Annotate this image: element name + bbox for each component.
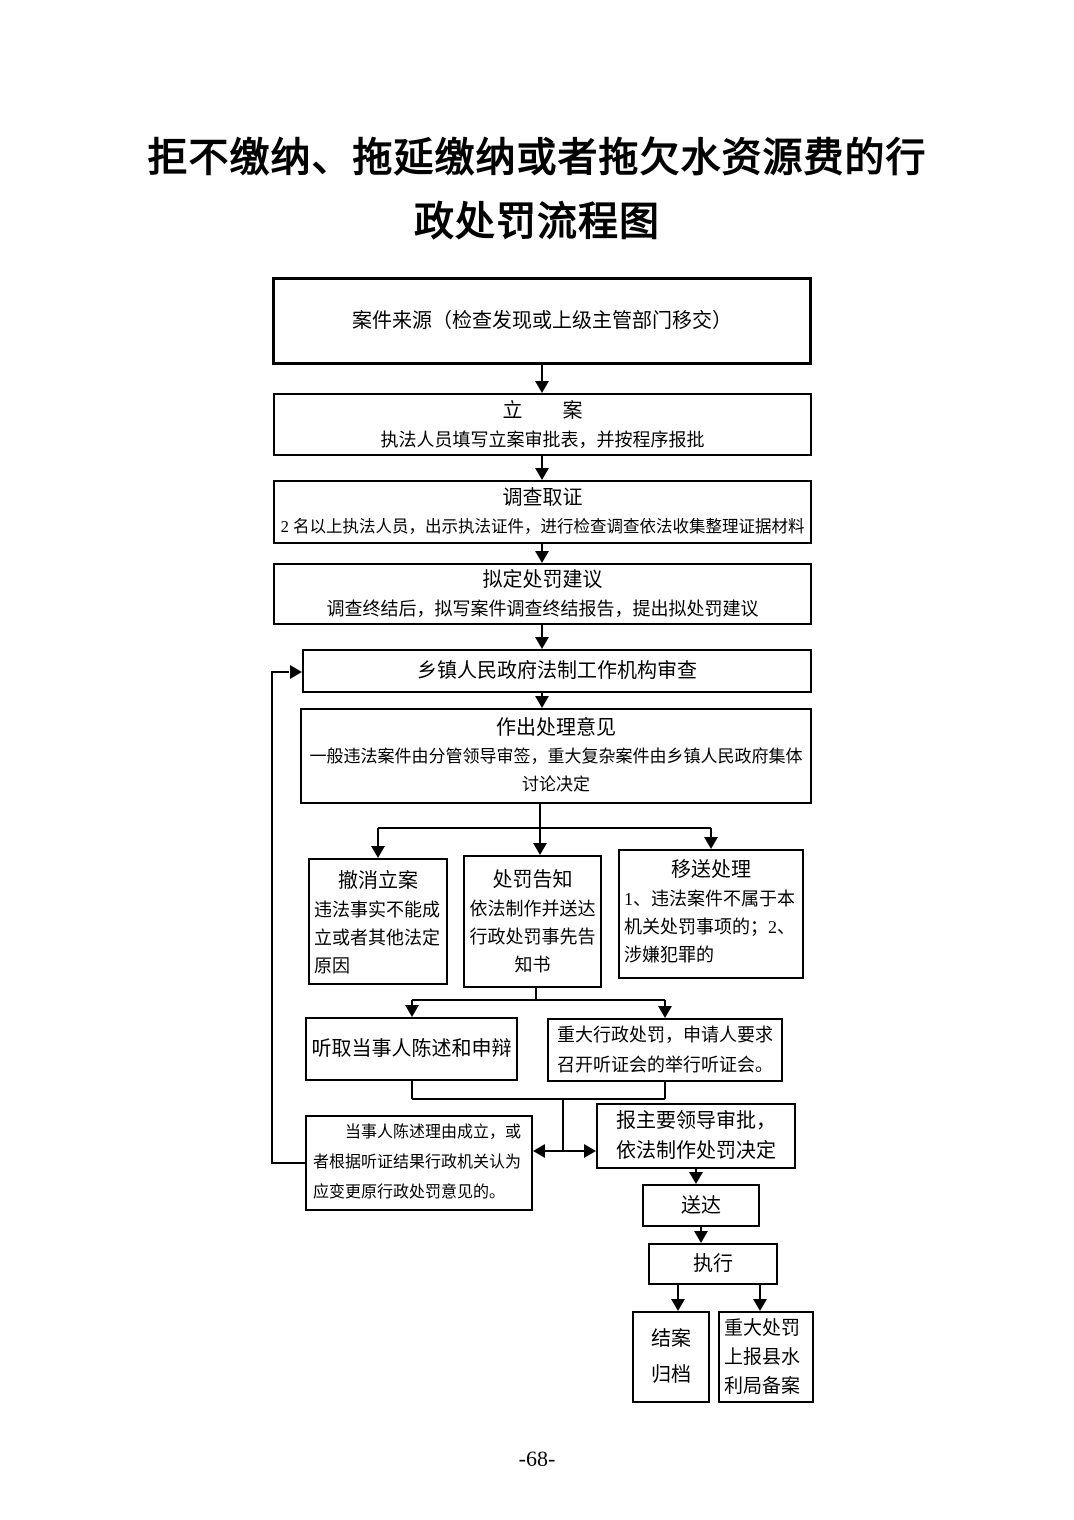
node-make-decision: 报主要领导审批， 依法制作处罚决定 [596,1103,796,1169]
connector-opinion-branches [371,804,718,858]
node-investigation: 调查取证 2 名以上执法人员，出示执法证件，进行检查调查依法收集整理证据材料 [273,480,812,544]
document-title-line-1: 拒不缴纳、拖延缴纳或者拖欠水资源费的行 [147,135,927,180]
connector-filing-investigation [535,456,549,480]
node-penalty-notice-desc: 依法制作并送达行政处罚事先告知书 [469,899,596,975]
node-handling-opinion-title: 作出处理意见 [496,717,616,739]
node-case-archive: 结案 归档 [632,1311,710,1403]
node-execution-title: 执行 [693,1253,733,1275]
node-make-decision-line1: 报主要领导审批， [616,1110,776,1132]
node-withdraw-case: 撤消立案 违法事实不能成立或者其他法定原因 [308,858,448,985]
connector-decision-delivery [689,1169,703,1184]
connector-feedback-loop [271,665,305,1164]
connector-delivery-execution [694,1227,708,1243]
connector-notice-split [405,988,672,1018]
node-case-archive-line2: 归档 [651,1364,691,1386]
node-report-major: 重大处罚上报县水利局备案 [718,1311,814,1403]
node-change-opinion-title: 当事人陈述理由成立，或者根据听证结果行政机关认为应变更原行政处罚意见的。 [313,1124,522,1201]
node-delivery: 送达 [642,1184,760,1227]
document-title-line-2: 政处罚流程图 [414,199,660,244]
node-delivery-title: 送达 [681,1194,721,1217]
node-handling-opinion: 作出处理意见 一般违法案件由分管领导审签，重大复杂案件由乡镇人民政府集体讨论决定 [300,708,812,804]
connector-execution-archive [671,1285,685,1311]
node-report-major-title: 重大处罚上报县水利局备案 [724,1317,801,1397]
node-hear-statement: 听取当事人陈述和申辩 [305,1017,518,1081]
node-hear-statement-title: 听取当事人陈述和申辩 [311,1038,512,1060]
connector-source-filing [535,365,549,393]
node-investigation-desc: 2 名以上执法人员，出示执法证件，进行检查调查依法收集整理证据材料 [280,517,805,536]
node-case-filing: 立 案 执法人员填写立案审批表，并按程序报批 [273,393,812,456]
node-case-filing-desc: 执法人员填写立案审批表，并按程序报批 [380,429,705,450]
node-change-opinion: 当事人陈述理由成立，或者根据听证结果行政机关认为应变更原行政处罚意见的。 [305,1115,533,1211]
node-investigation-title: 调查取证 [502,487,583,509]
page-number: -68- [518,1446,556,1471]
connector-hearing-join [411,1081,666,1151]
connector-review-opinion [535,693,549,708]
connector-double-arrow [533,1144,596,1158]
node-case-filing-title: 立 案 [502,399,583,422]
node-legal-review-title: 乡镇人民政府法制工作机构审查 [417,660,697,682]
node-case-source-title: 案件来源（检查发现或上级主管部门移交） [352,310,732,332]
node-legal-review: 乡镇人民政府法制工作机构审查 [302,649,812,693]
node-handling-opinion-desc: 一般违法案件由分管领导审签，重大复杂案件由乡镇人民政府集体讨论决定 [309,747,803,794]
node-penalty-notice: 处罚告知 依法制作并送达行政处罚事先告知书 [463,855,602,988]
node-penalty-notice-title: 处罚告知 [492,869,573,891]
node-transfer-handling: 移送处理 1、违法案件不属于本机关处罚事项的；2、涉嫌犯罪的 [618,849,804,979]
connector-investigation-proposal [535,544,549,563]
connector-execution-report [753,1285,767,1311]
node-penalty-proposal-title: 拟定处罚建议 [482,569,603,591]
node-penalty-proposal-desc: 调查终结后，拟写案件调查终结报告，提出拟处罚建议 [326,599,759,619]
node-execution: 执行 [648,1243,778,1285]
node-make-decision-line2: 依法制作处罚决定 [616,1140,776,1162]
node-hearing-major: 重大行政处罚，申请人要求召开听证会的举行听证会。 [547,1018,783,1082]
node-withdraw-case-title: 撤消立案 [338,870,418,892]
node-case-archive-line1: 结案 [651,1328,691,1350]
node-withdraw-case-desc: 违法事实不能成立或者其他法定原因 [314,900,440,976]
node-transfer-handling-desc: 1、违法案件不属于本机关处罚事项的；2、涉嫌犯罪的 [624,889,795,965]
node-transfer-handling-title: 移送处理 [671,859,751,881]
node-penalty-proposal: 拟定处罚建议 调查终结后，拟写案件调查终结报告，提出拟处罚建议 [273,563,812,625]
node-hearing-major-title: 重大行政处罚，申请人要求召开听证会的举行听证会。 [557,1025,773,1075]
node-case-source: 案件来源（检查发现或上级主管部门移交） [272,277,812,365]
connector-proposal-review [535,625,549,649]
